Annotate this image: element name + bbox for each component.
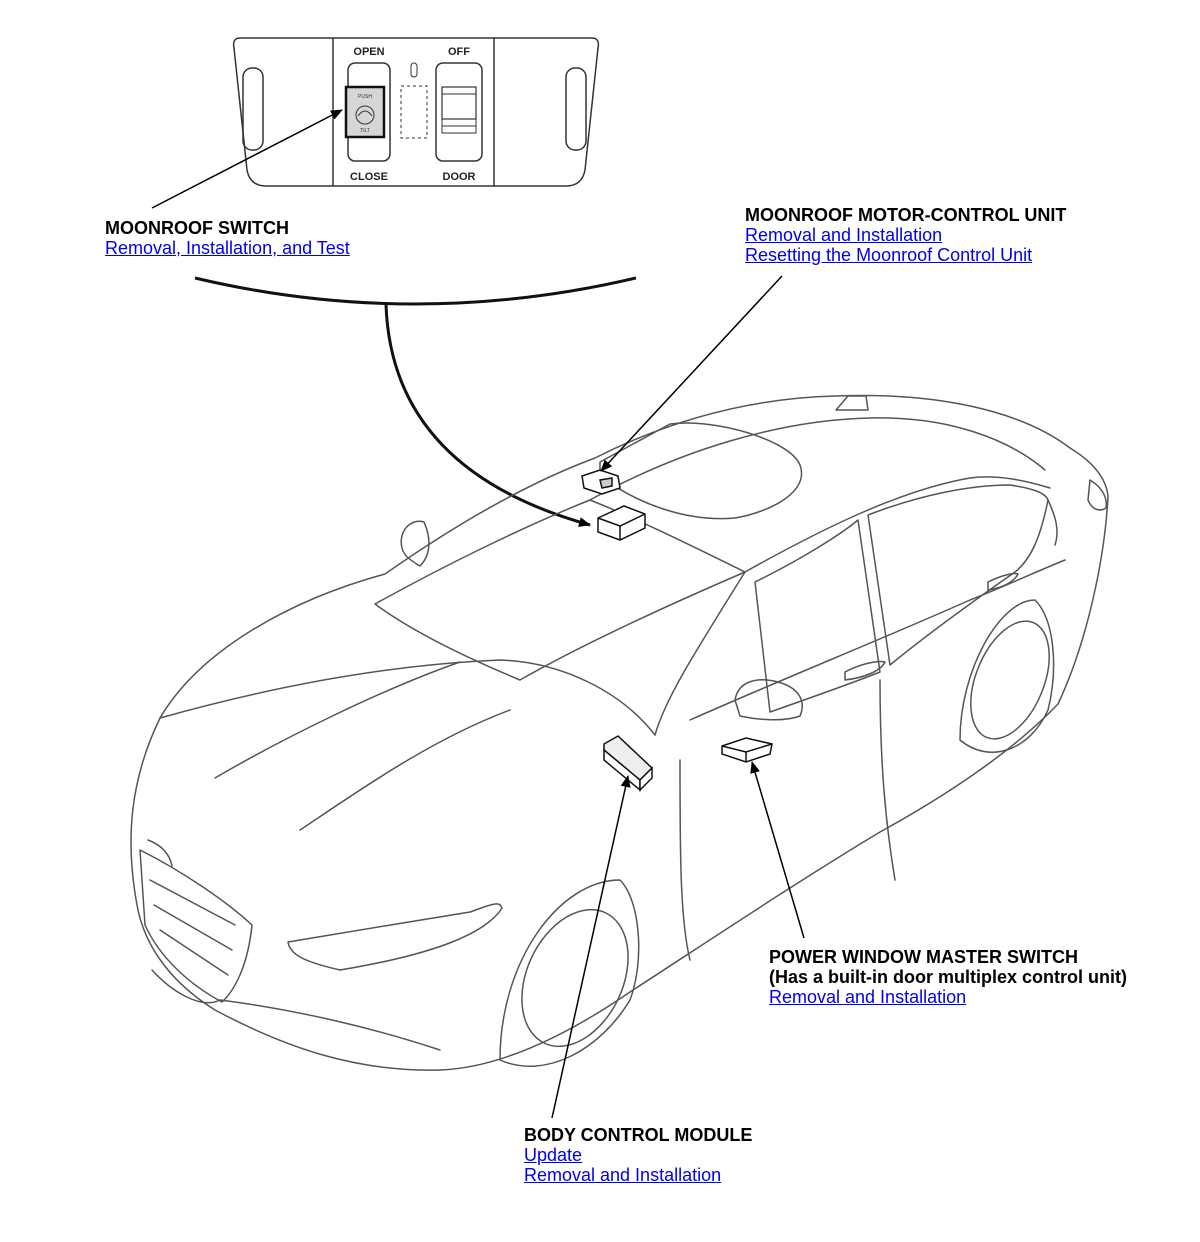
off-label: OFF (448, 46, 470, 58)
door-label: DOOR (443, 171, 476, 183)
body-control-module-removal-link[interactable]: Removal and Installation (524, 1165, 722, 1185)
switch-location-arrow (384, 304, 591, 527)
tilt-label: TILT (360, 128, 370, 134)
callout-power-window-master-switch: POWER WINDOW MASTER SWITCH (Has a built-… (769, 947, 1127, 1007)
leader-motor-control-unit (600, 275, 783, 472)
power-window-master-switch-removal-link[interactable]: Removal and Installation (769, 987, 967, 1007)
push-label: PUSH (358, 94, 372, 100)
body-control-module-shape (603, 735, 654, 792)
moonroof-motor-control-unit-shape (581, 469, 621, 495)
detail-boundary-arc (194, 276, 637, 306)
power-window-master-switch-subtitle: (Has a built-in door multiplex control u… (769, 967, 1127, 987)
moonroof-switch-removal-link[interactable]: Removal, Installation, and Test (105, 238, 350, 258)
open-label: OPEN (353, 46, 384, 58)
callout-moonroof-switch: MOONROOF SWITCH Removal, Installation, a… (105, 218, 350, 258)
overhead-console-illustration (232, 37, 600, 187)
body-control-module-update-link[interactable]: Update (524, 1145, 583, 1165)
leader-body-control-module (551, 775, 631, 1119)
leader-moonroof-switch (151, 109, 343, 209)
moonroof-switch-title: MOONROOF SWITCH (105, 218, 289, 238)
callout-body-control-module: BODY CONTROL MODULE Update Removal and I… (524, 1125, 752, 1185)
motor-control-unit-title: MOONROOF MOTOR-CONTROL UNIT (745, 205, 1067, 225)
power-window-master-switch-shape (721, 737, 773, 763)
leader-power-window-master-switch (750, 761, 805, 939)
close-label: CLOSE (350, 171, 388, 183)
moonroof-switch-button: PUSH TILT (344, 85, 386, 139)
body-control-module-title: BODY CONTROL MODULE (524, 1125, 753, 1145)
car-illustration (130, 394, 1109, 1071)
motor-control-unit-removal-link[interactable]: Removal and Installation (745, 225, 943, 245)
power-window-master-switch-title: POWER WINDOW MASTER SWITCH (769, 947, 1078, 967)
moonroof-switch-location-shape (597, 505, 646, 541)
motor-control-unit-reset-link[interactable]: Resetting the Moonroof Control Unit (745, 245, 1033, 265)
callout-motor-control-unit: MOONROOF MOTOR-CONTROL UNIT Removal and … (745, 205, 1066, 265)
